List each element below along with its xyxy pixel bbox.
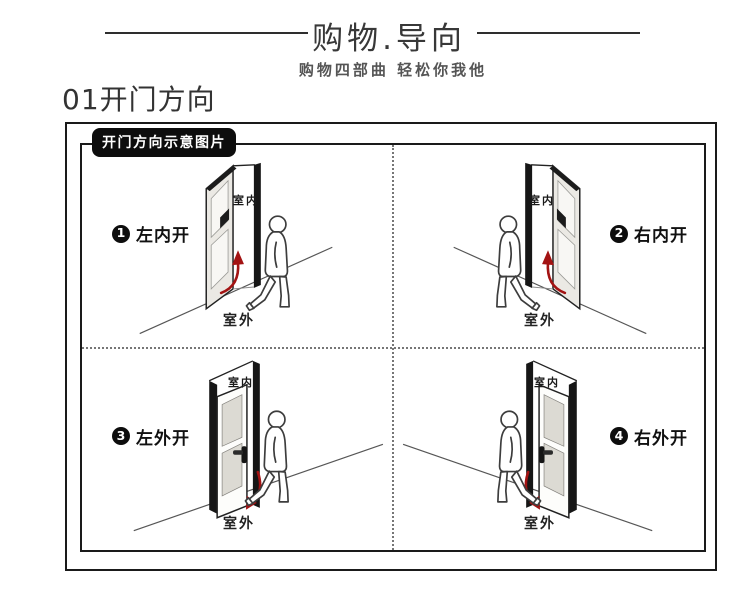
quadrant-label: 4 右外开: [610, 424, 688, 449]
person-figure: [244, 409, 289, 506]
quadrant-label: 2 右内开: [610, 221, 688, 246]
quadrant-label-text: 右外开: [634, 428, 688, 449]
quadrant-right-outward: 4 右外开 室内 室外: [393, 348, 704, 551]
door-scene-right-outward: [402, 359, 653, 531]
diagram-outer-frame: [65, 122, 717, 571]
number-badge: 1: [112, 224, 130, 243]
outdoor-label: 室外: [524, 515, 556, 532]
page-subtitle: 购物四部曲 轻松你我他: [298, 61, 488, 79]
outdoor-label: 室外: [223, 515, 255, 532]
quadrant-label-text: 左外开: [136, 428, 190, 449]
quadrant-left-outward: 3 左外开 室内 室外: [82, 348, 393, 551]
number-badge: 4: [610, 427, 628, 445]
header-rule-right: [477, 32, 640, 34]
header-rule-left: [105, 32, 308, 34]
swing-arrow: [546, 260, 567, 295]
indoor-label: 室内: [228, 375, 254, 389]
diagram-title-badge: 开门方向示意图片: [92, 128, 236, 157]
door-scene-right-inward: [453, 162, 647, 335]
horizontal-divider: [82, 346, 704, 349]
door-scene-left-outward: [133, 359, 384, 531]
person-figure: [496, 215, 541, 312]
door-scene-left-inward: [139, 162, 333, 335]
indoor-label: 室内: [529, 194, 555, 207]
door-drawing: [208, 359, 260, 519]
quadrant-label: 1 左内开: [112, 221, 190, 246]
swing-arrow: [219, 260, 240, 295]
indoor-label: 室内: [534, 375, 560, 389]
outdoor-label: 室外: [223, 313, 255, 329]
number-badge: 3: [112, 427, 130, 445]
section-title: 01开门方向: [62, 83, 216, 116]
quadrant-label-text: 左内开: [136, 226, 190, 246]
person-figure: [497, 409, 542, 506]
outdoor-label: 室外: [524, 313, 556, 329]
door-drawing: [526, 359, 578, 519]
quadrant-left-inward: 1 左内开 室内 室外: [82, 145, 393, 348]
diagram-inner-frame: 1 左内开 室内 室外: [80, 143, 706, 552]
quadrant-label: 3 左外开: [112, 424, 190, 449]
quadrant-label-text: 右内开: [634, 226, 688, 246]
number-badge: 2: [610, 224, 628, 243]
quadrant-grid: 1 左内开 室内 室外: [82, 145, 704, 550]
indoor-label: 室内: [233, 194, 259, 207]
door-drawing: [205, 162, 261, 311]
quadrant-right-inward: 2 右内开 室内 室外: [393, 145, 704, 348]
page-title: 购物.导向: [312, 21, 466, 57]
door-drawing: [525, 162, 581, 311]
person-figure: [245, 215, 290, 312]
